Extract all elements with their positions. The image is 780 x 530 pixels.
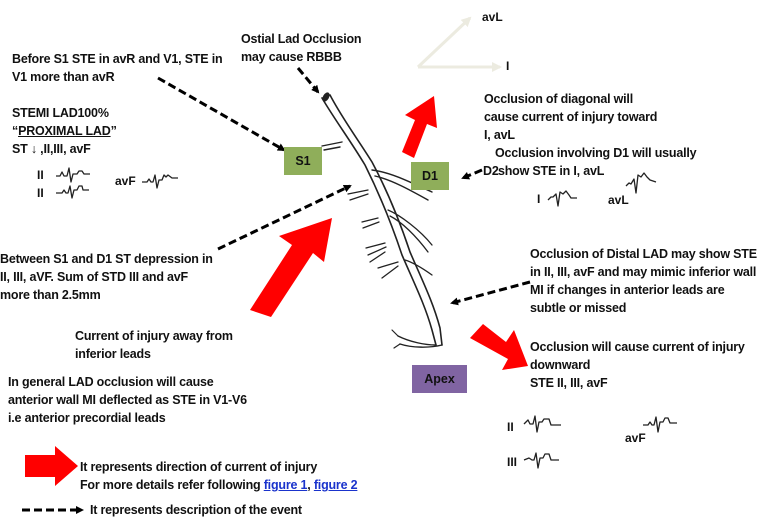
annotation-between-s1-d1: Between S1 and D1 ST depression in II, I…	[0, 250, 213, 304]
quote-close: ”	[110, 124, 117, 138]
stemi-line-3: ST ↓ ,II,III, avF	[12, 142, 91, 156]
distal-line-3: MI if changes in anterior leads are	[530, 283, 725, 297]
ecg-label-d1-avl: avL	[608, 193, 629, 207]
dashed-arrow-between-s1-d1	[217, 184, 352, 251]
general-line-2: anterior wall MI deflected as STE in V1-…	[8, 393, 247, 407]
ecg-label-left-ii-2: II	[37, 186, 44, 200]
ecg-trace-left-ii-2	[56, 185, 89, 199]
ecg-trace-bottom-avf	[643, 416, 677, 433]
ecg-trace-d1-avl	[625, 172, 657, 194]
ecg-label-d1-i: I	[537, 192, 541, 206]
d1-involving-line-1: Occlusion involving D1 will usually	[495, 146, 697, 160]
current-away-line-1: Current of injury away from	[75, 329, 233, 343]
ecg-traces	[56, 167, 677, 469]
dashed-arrow-distal	[450, 280, 531, 306]
between-line-3: more than 2.5mm	[0, 288, 101, 302]
annotation-general-lad: In general LAD occlusion will cause ante…	[8, 373, 247, 427]
quote-open: “	[12, 124, 19, 138]
ecg-label-bottom-iii: III	[507, 455, 518, 469]
legend-red-arrow-text: It represents direction of current of in…	[80, 458, 358, 494]
current-away-line-2: inferior leads	[75, 347, 151, 361]
ecg-trace-bottom-iii	[523, 452, 559, 469]
before-s1-line-2: V1 more than avR	[12, 70, 115, 84]
legend-dashed-arrow-text: It represents description of the event	[90, 503, 302, 517]
distal-line-4: subtle or missed	[530, 301, 627, 315]
lead-vector-axes	[416, 16, 502, 72]
diagonal-line-3: I, avL	[484, 128, 515, 142]
annotation-ostial-occlusion: Ostial Lad Occlusion may cause RBBB	[241, 30, 362, 66]
ecg-trace-left-ii-1	[56, 167, 90, 183]
distal-line-2: in II, III, avF and may mimic inferior w…	[530, 265, 757, 279]
legend-red-arrow-line-1: It represents direction of current of in…	[80, 460, 318, 474]
ecg-label-left-avf: avF	[115, 174, 136, 188]
ecg-label-left-ii-1: II	[37, 168, 44, 182]
current-of-injury-arrows	[25, 96, 528, 486]
lad-artery-drawing	[321, 92, 443, 349]
distal-line-1: Occlusion of Distal LAD may show STE	[530, 247, 757, 261]
annotation-before-s1: Before S1 STE in avR and V1, STE in V1 m…	[12, 50, 223, 86]
d1-involving-line-2: show STE in I, avL	[498, 164, 605, 178]
d1-diagonal-box: D1	[411, 162, 449, 190]
ecg-trace-left-avf	[142, 174, 178, 189]
apex-box: Apex	[412, 365, 467, 393]
legend-red-arrow	[25, 446, 78, 486]
figure-1-link[interactable]: figure 1	[263, 478, 308, 492]
between-line-1: Between S1 and D1 ST depression in	[0, 252, 213, 266]
downward-line-2: downward	[530, 358, 591, 372]
between-line-2: II, III, aVF. Sum of STD III and avF	[0, 270, 188, 284]
annotation-downward-current: Occlusion will cause current of injury d…	[530, 338, 745, 392]
before-s1-line-1: Before S1 STE in avR and V1, STE in	[12, 52, 223, 66]
ostial-line-1: Ostial Lad Occlusion	[241, 32, 362, 46]
ecg-trace-bottom-ii	[523, 415, 561, 433]
avl-vector-arrow	[416, 16, 472, 69]
s1-septal-box: S1	[284, 147, 322, 175]
annotation-d1-involving: Occlusion involving D1 will usually	[495, 144, 697, 162]
stemi-line-2: “PROXIMAL LAD”	[12, 122, 117, 140]
red-arrow-toward-i-avl	[402, 96, 437, 158]
diagonal-line-1: Occlusion of diagonal will	[484, 92, 633, 106]
stemi-line-1: STEMI LAD100%	[12, 106, 109, 120]
annotation-stemi-proximal-lad: STEMI LAD100% “PROXIMAL LAD” ST ↓ ,II,II…	[12, 104, 117, 158]
downward-line-3: STE II, III, avF	[530, 376, 608, 390]
annotation-diagonal-occlusion: Occlusion of diagonal will cause current…	[484, 90, 657, 144]
dashed-arrow-before-s1	[157, 76, 286, 152]
downward-line-1: Occlusion will cause current of injury	[530, 340, 745, 354]
ostial-line-2: may cause RBBB	[241, 50, 342, 64]
description-arrows	[22, 67, 531, 514]
general-line-1: In general LAD occlusion will cause	[8, 375, 214, 389]
annotation-distal-lad: Occlusion of Distal LAD may show STE in …	[530, 245, 757, 317]
dashed-arrow-d1	[461, 168, 483, 180]
annotation-current-away: Current of injury away from inferior lea…	[75, 327, 233, 363]
lead-vector-label-i: I	[506, 59, 510, 73]
lead-vector-label-avl: avL	[482, 10, 503, 24]
legend-red-arrow-line-2: For more details refer following figure …	[80, 476, 358, 494]
d2-label: D2	[483, 164, 499, 178]
dashed-arrow-ostial	[296, 67, 320, 94]
ecg-trace-d1-i	[547, 190, 577, 207]
link-separator: ,	[307, 478, 314, 492]
ecg-label-bottom-avf: avF	[625, 431, 646, 445]
ecg-label-bottom-ii: II	[507, 420, 514, 434]
figure-2-link[interactable]: figure 2	[313, 478, 358, 492]
red-arrow-away-from-inferior	[250, 218, 332, 317]
diagonal-line-2: cause current of injury toward	[484, 110, 658, 124]
legend-refer-text: For more details refer following	[80, 478, 264, 492]
red-arrow-downward	[470, 324, 528, 370]
general-line-3: i.e anterior precordial leads	[8, 411, 166, 425]
proximal-lad-label: PROXIMAL LAD	[18, 124, 111, 138]
